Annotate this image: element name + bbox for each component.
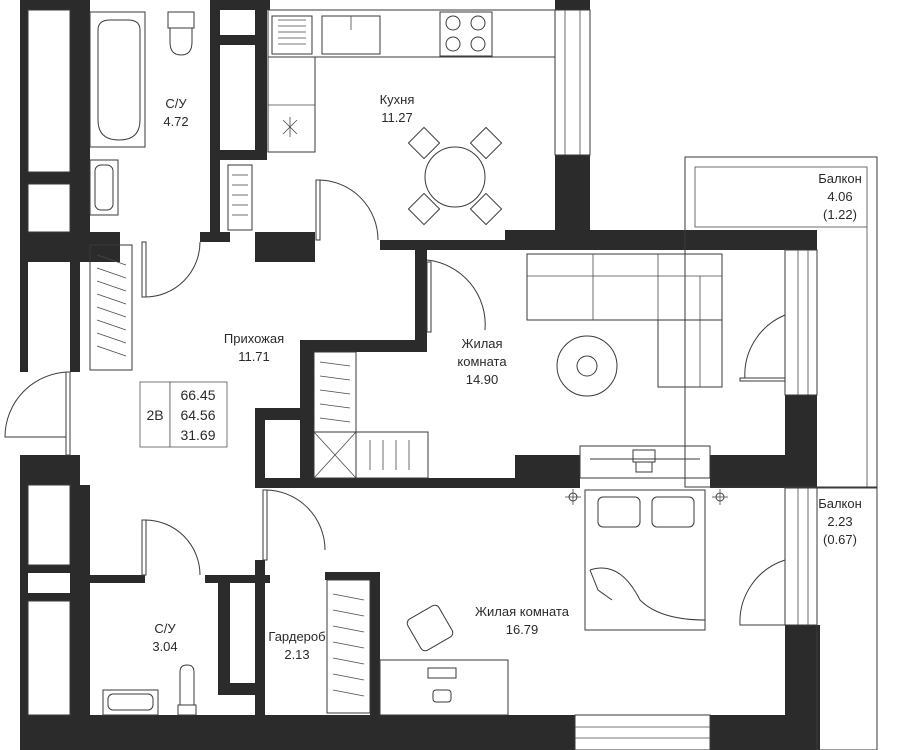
room-area-balcony-top: 4.06 [827, 189, 852, 204]
walls [20, 0, 820, 750]
dining-table [407, 126, 503, 226]
room-area-balcony-bottom: 2.23 [827, 514, 852, 529]
room-name-bedroom: Жилая комната [475, 604, 570, 619]
bathtub-top [89, 11, 146, 148]
room-name-balcony-top: Балкон [818, 171, 862, 186]
toilet-top [167, 11, 195, 56]
area-total: 66.45 [180, 387, 215, 403]
sink-top [89, 159, 119, 216]
rug [556, 335, 618, 397]
windows [27, 9, 818, 750]
doors [4, 179, 786, 626]
apartment-area-box: 2В 66.45 64.56 31.69 [139, 381, 228, 448]
room-area-bedroom: 16.79 [506, 622, 539, 637]
sofa [526, 253, 723, 388]
area-living: 31.69 [180, 427, 215, 443]
room-area-wardrobe: 2.13 [284, 647, 309, 662]
room-area-bath-bottom: 3.04 [152, 639, 177, 654]
fridge-shelf [227, 164, 253, 231]
tv-stand [579, 445, 711, 479]
room-name-hallway: Прихожая [224, 331, 284, 346]
desk [379, 604, 509, 716]
room-name-wardrobe: Гардероб [268, 629, 325, 644]
wardrobe-closet [326, 579, 371, 714]
room-area-bath-top: 4.72 [163, 114, 188, 129]
room-reduced-balcony-bottom: (0.67) [823, 532, 857, 547]
kitchen-counter [267, 9, 556, 153]
room-reduced-balcony-top: (1.22) [823, 207, 857, 222]
room-area-living: 14.90 [466, 372, 499, 387]
room-name-balcony-bottom: Балкон [818, 496, 862, 511]
room-name-kitchen: Кухня [380, 92, 415, 107]
balconies [684, 156, 878, 750]
room-area-hallway: 11.71 [238, 349, 270, 364]
room-area-kitchen: 11.27 [381, 110, 413, 125]
room-name-living-line2: комната [457, 354, 507, 369]
area-without-balconies: 64.56 [180, 407, 215, 423]
bathroom-bottom-fixtures [102, 664, 197, 716]
room-name-living-line1: Жилая [461, 336, 502, 351]
room-labels: С/У 4.72 Кухня 11.27 Балкон 4.06 (1.22) … [152, 92, 861, 662]
hallway-wardrobe [89, 244, 133, 371]
living-wardrobe [313, 351, 429, 479]
double-bed [565, 489, 728, 631]
apartment-code: 2В [146, 407, 163, 423]
room-name-bath-top: С/У [165, 96, 187, 111]
room-name-bath-bottom: С/У [154, 621, 176, 636]
